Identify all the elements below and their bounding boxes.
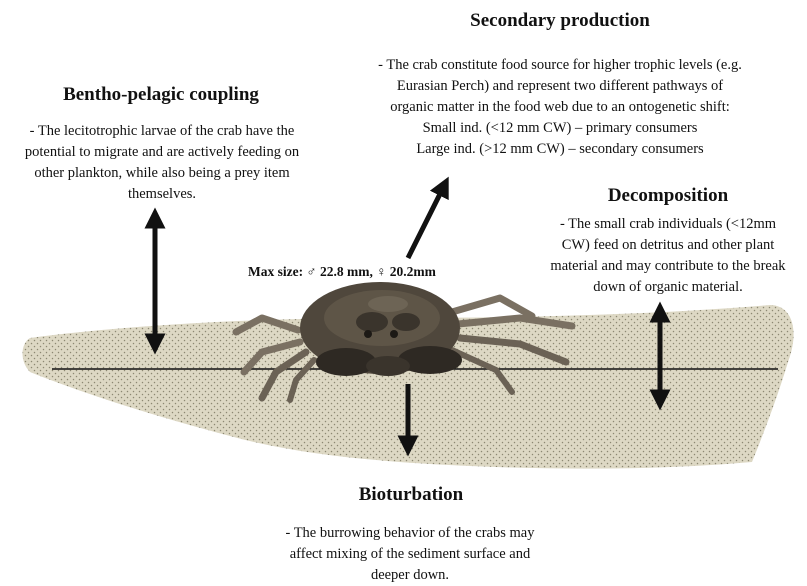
decomposition-description: - The small crab individuals (<12mm CW) … (528, 214, 807, 298)
secondary-production-line: Small ind. (<12 mm CW) – primary consume… (330, 118, 790, 139)
bioturbation-title: Bioturbation (0, 484, 807, 506)
secondary-production-line: Eurasian Perch) and represent two differ… (330, 76, 790, 97)
decomposition-line: CW) feed on detritus and other plant (528, 235, 807, 256)
bentho-pelagic-line: other plankton, while also being a prey … (0, 163, 324, 184)
decomposition-line: down of organic material. (528, 277, 807, 298)
decomposition-line: - The small crab individuals (<12mm (528, 214, 807, 235)
secondary-production-line: Large ind. (>12 mm CW) – secondary consu… (330, 139, 790, 160)
secondary-production-line: organic matter in the food web due to an… (330, 97, 790, 118)
bioturbation-line: affect mixing of the sediment surface an… (222, 544, 598, 565)
decomposition-line: material and may contribute to the break (528, 256, 807, 277)
decomposition-title: Decomposition (0, 185, 807, 207)
bentho-pelagic-title: Bentho-pelagic coupling (0, 84, 322, 106)
bioturbation-line: - The burrowing behavior of the crabs ma… (222, 523, 598, 544)
secondary-production-description: - The crab constitute food source for hi… (330, 55, 790, 160)
bentho-pelagic-line: - The lecitotrophic larvae of the crab h… (0, 121, 324, 142)
secondary-production-line: - The crab constitute food source for hi… (330, 55, 790, 76)
bioturbation-line: deeper down. (222, 565, 598, 586)
max-size-label: Max size: ♂ 22.8 mm, ♀ 20.2mm (248, 264, 436, 280)
bentho-pelagic-line: potential to migrate and are actively fe… (0, 142, 324, 163)
secondary-production-title: Secondary production (0, 10, 807, 32)
